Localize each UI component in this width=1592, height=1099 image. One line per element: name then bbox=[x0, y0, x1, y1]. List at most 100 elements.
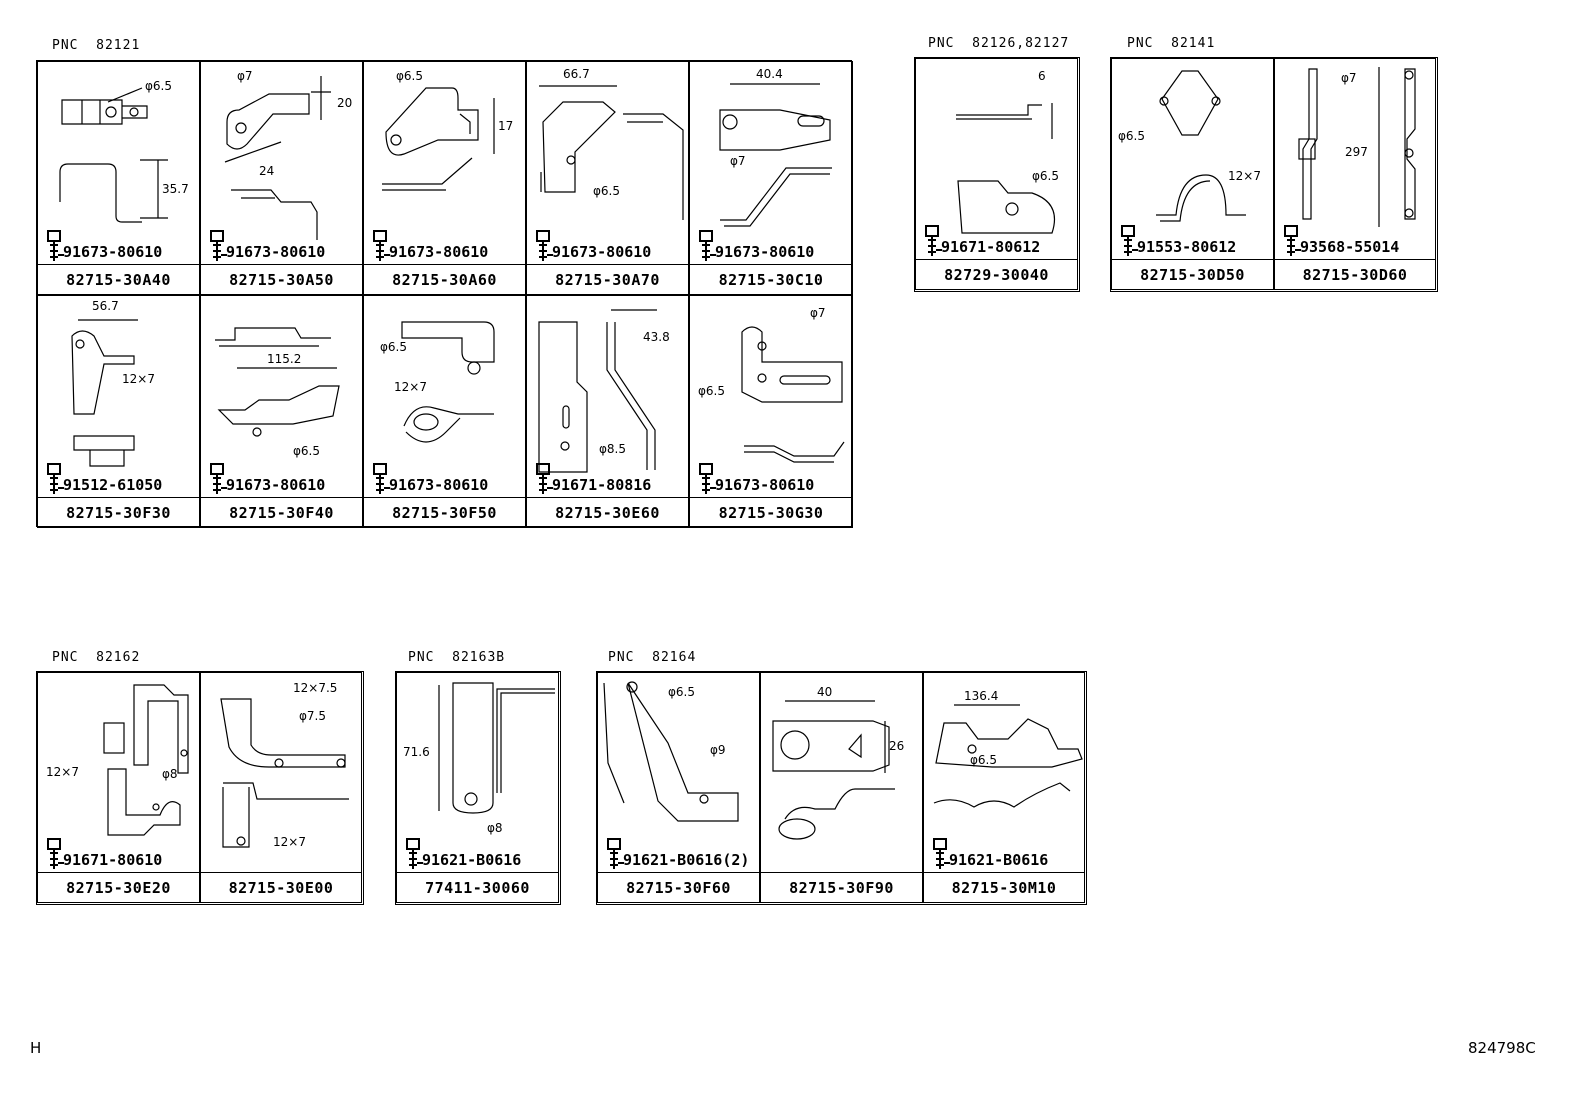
part-cell[interactable]: 12×7.5 φ7.5 12×7 82715-30E00 bbox=[200, 672, 362, 903]
bolt-callout: 91621-B0616(2) bbox=[604, 837, 749, 871]
bolt-icon bbox=[406, 838, 423, 869]
bolt-icon bbox=[1284, 225, 1301, 256]
part-cell[interactable]: 12×7 φ8 91671-80610 82715-30E20 bbox=[37, 672, 200, 903]
part-cell[interactable]: φ6.5 12×7 91673-80610 82715-30F50 bbox=[363, 295, 526, 528]
dim-label: 20 bbox=[337, 96, 353, 110]
bolt-callout: 91621-B0616 bbox=[403, 837, 521, 871]
group-82121: φ6.5 35.7 91673-80610 82715-30A40 φ7 20 … bbox=[36, 60, 853, 528]
pnc-label-82162: PNC 82162 bbox=[52, 650, 141, 665]
dim-label: 40 bbox=[817, 685, 833, 699]
part-cell[interactable]: φ7 297 93568-55014 82715-30D60 bbox=[1274, 58, 1436, 290]
dim-label: φ9 bbox=[710, 743, 726, 757]
bracket-drawing bbox=[71, 319, 138, 467]
bolt-icon bbox=[47, 838, 64, 869]
dim-label: φ6.5 bbox=[668, 685, 695, 699]
part-cell[interactable]: 136.4 φ6.5 91621-B0616 82715-30M10 bbox=[923, 672, 1085, 903]
pnc-label-82126: PNC 82126,82127 bbox=[928, 36, 1070, 51]
part-number: 82715-30D60 bbox=[1275, 259, 1435, 289]
dim-label: φ6.5 bbox=[380, 340, 407, 354]
part-cell[interactable]: φ6.5 12×7 91553-80612 82715-30D50 bbox=[1111, 58, 1274, 290]
bracket-drawing bbox=[103, 684, 189, 836]
part-cell[interactable]: φ7 φ6.5 91673-80610 82715-30G30 bbox=[689, 295, 853, 528]
part-number: 82715-30G30 bbox=[690, 497, 852, 527]
part-number: 82715-30F40 bbox=[201, 497, 362, 527]
dim-label: 12×7.5 bbox=[293, 681, 338, 695]
bolt-callout: 91673-80610 bbox=[207, 229, 325, 263]
part-cell[interactable]: φ6.5 φ9 91621-B0616(2) 82715-30F60 bbox=[597, 672, 760, 903]
bracket-drawing bbox=[220, 698, 349, 848]
dim-label: 71.6 bbox=[403, 745, 430, 759]
part-number: 82715-30F60 bbox=[598, 872, 759, 902]
dim-label: 12×7 bbox=[394, 380, 427, 394]
part-cell[interactable]: 56.7 12×7 91512-61050 82715-30F30 bbox=[37, 295, 200, 528]
group-82141: φ6.5 12×7 91553-80612 82715-30D50 φ7 297… bbox=[1110, 57, 1438, 292]
dim-label: 136.4 bbox=[964, 689, 999, 703]
bolt-icon bbox=[210, 463, 227, 494]
part-cell[interactable]: 40.4 φ7 91673-80610 82715-30C10 bbox=[689, 61, 853, 295]
bracket-drawing bbox=[772, 700, 895, 840]
part-number: 82715-30F30 bbox=[38, 497, 199, 527]
bolt-callout: 91673-80610 bbox=[696, 229, 814, 263]
part-number: 82715-30M10 bbox=[924, 872, 1084, 902]
part-cell[interactable]: 66.7 φ6.5 91673-80610 82715-30A70 bbox=[526, 61, 689, 295]
pnc-label-82164: PNC 82164 bbox=[608, 650, 697, 665]
bracket-drawing bbox=[382, 87, 495, 191]
part-cell[interactable]: 43.8 φ8.5 91671-80816 82715-30E60 bbox=[526, 295, 689, 528]
bolt-callout: 91671-80610 bbox=[44, 837, 162, 871]
part-number: 82715-30E60 bbox=[527, 497, 688, 527]
bolt-callout: 91673-80610 bbox=[207, 462, 325, 496]
part-cell[interactable]: φ6.5 35.7 91673-80610 82715-30A40 bbox=[37, 61, 200, 295]
dim-label: φ8 bbox=[162, 767, 178, 781]
dim-label: φ7 bbox=[730, 154, 746, 168]
bolt-callout: 91512-61050 bbox=[44, 462, 162, 496]
part-cell[interactable]: φ6.5 17 91673-80610 82715-30A60 bbox=[363, 61, 526, 295]
dim-label: 24 bbox=[259, 164, 275, 178]
dim-label: 12×7 bbox=[46, 765, 79, 779]
pnc-label-82121: PNC 82121 bbox=[52, 38, 141, 53]
part-number: 82715-30C10 bbox=[690, 264, 852, 294]
dim-label: φ7.5 bbox=[299, 709, 326, 723]
part-cell[interactable]: 6 φ6.5 91671-80612 82729-30040 bbox=[915, 58, 1078, 290]
part-number: 82715-30E20 bbox=[38, 872, 199, 902]
part-cell[interactable]: 71.6 φ8 91621-B0616 77411-30060 bbox=[396, 672, 559, 903]
bolt-icon bbox=[925, 225, 942, 256]
bolt-callout: 91621-B0616 bbox=[930, 837, 1048, 871]
pnc-label-82163b: PNC 82163B bbox=[408, 650, 506, 665]
bolt-callout: 91671-80612 bbox=[922, 224, 1040, 258]
bracket-drawing bbox=[1156, 70, 1246, 222]
bracket-drawing bbox=[438, 682, 555, 814]
bolt-callout: 91673-80610 bbox=[44, 229, 162, 263]
group-82162: 12×7 φ8 91671-80610 82715-30E20 12×7.5 φ… bbox=[36, 671, 364, 905]
part-number: 82729-30040 bbox=[916, 259, 1077, 289]
dim-label: 12×7 bbox=[1228, 169, 1261, 183]
part-number: 77411-30060 bbox=[397, 872, 558, 902]
bolt-icon bbox=[536, 230, 553, 261]
dim-label: 297 bbox=[1345, 145, 1368, 159]
dim-label: 66.7 bbox=[563, 67, 590, 81]
dim-label: φ8.5 bbox=[599, 442, 626, 456]
illustration-number: 824798C bbox=[1468, 1039, 1536, 1057]
group-82164: φ6.5 φ9 91621-B0616(2) 82715-30F60 40 26… bbox=[596, 671, 1087, 905]
part-cell[interactable]: 40 26 82715-30F90 bbox=[760, 672, 923, 903]
part-cell[interactable]: 115.2 φ6.5 91673-80610 82715-30F40 bbox=[200, 295, 363, 528]
bolt-icon bbox=[699, 230, 716, 261]
bolt-callout: 93568-55014 bbox=[1281, 224, 1399, 258]
bolt-callout: 91671-80816 bbox=[533, 462, 651, 496]
dim-label: φ6.5 bbox=[970, 753, 997, 767]
pnc-label-82141: PNC 82141 bbox=[1127, 36, 1216, 51]
part-number: 82715-30A40 bbox=[38, 264, 199, 294]
dim-label: φ6.5 bbox=[145, 79, 172, 93]
dim-label: 17 bbox=[498, 119, 514, 133]
dim-label: 43.8 bbox=[643, 330, 670, 344]
group-82163b: 71.6 φ8 91621-B0616 77411-30060 bbox=[395, 671, 561, 905]
dim-label: φ7 bbox=[237, 69, 253, 83]
dim-label: φ6.5 bbox=[293, 444, 320, 458]
dim-label: φ8 bbox=[487, 821, 503, 835]
dim-label: 26 bbox=[889, 739, 905, 753]
bracket-drawing bbox=[956, 103, 1056, 234]
part-cell[interactable]: φ7 20 24 91673-80610 82715-30A50 bbox=[200, 61, 363, 295]
bracket-drawing bbox=[1298, 67, 1416, 227]
part-number: 82715-30D50 bbox=[1112, 259, 1273, 289]
dim-label: 56.7 bbox=[92, 299, 119, 313]
dim-label: φ6.5 bbox=[1032, 169, 1059, 183]
